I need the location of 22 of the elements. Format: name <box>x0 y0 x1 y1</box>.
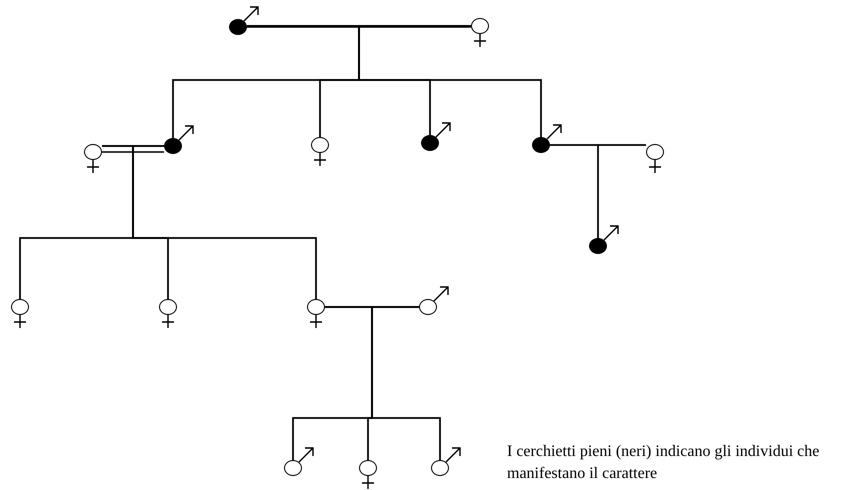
individual-circle <box>311 137 329 153</box>
individual-circle <box>419 299 437 315</box>
affected-individual-circle <box>229 19 247 35</box>
pedigree-line <box>102 151 164 153</box>
individual-circle <box>431 460 449 476</box>
pedigree-line <box>358 25 542 137</box>
individual-circle <box>359 460 377 476</box>
pedigree-line <box>247 26 471 28</box>
note-text: I cerchietti pieni (neri) indicano gli individui che manifestano il carattere <box>507 442 820 484</box>
individual-circle <box>159 299 177 315</box>
affected-individual-circle <box>164 138 182 154</box>
individual-circle <box>11 299 29 315</box>
individual-circle <box>307 299 325 315</box>
individual-circle <box>284 460 302 476</box>
individual-circle <box>646 144 664 160</box>
affected-individual-circle <box>421 135 439 151</box>
affected-individual-circle <box>589 238 607 254</box>
pedigree-line <box>371 306 441 460</box>
affected-individual-circle <box>532 137 550 153</box>
individual-circle <box>84 144 102 160</box>
individual-circle <box>471 18 489 34</box>
pedigree-line <box>597 144 646 238</box>
